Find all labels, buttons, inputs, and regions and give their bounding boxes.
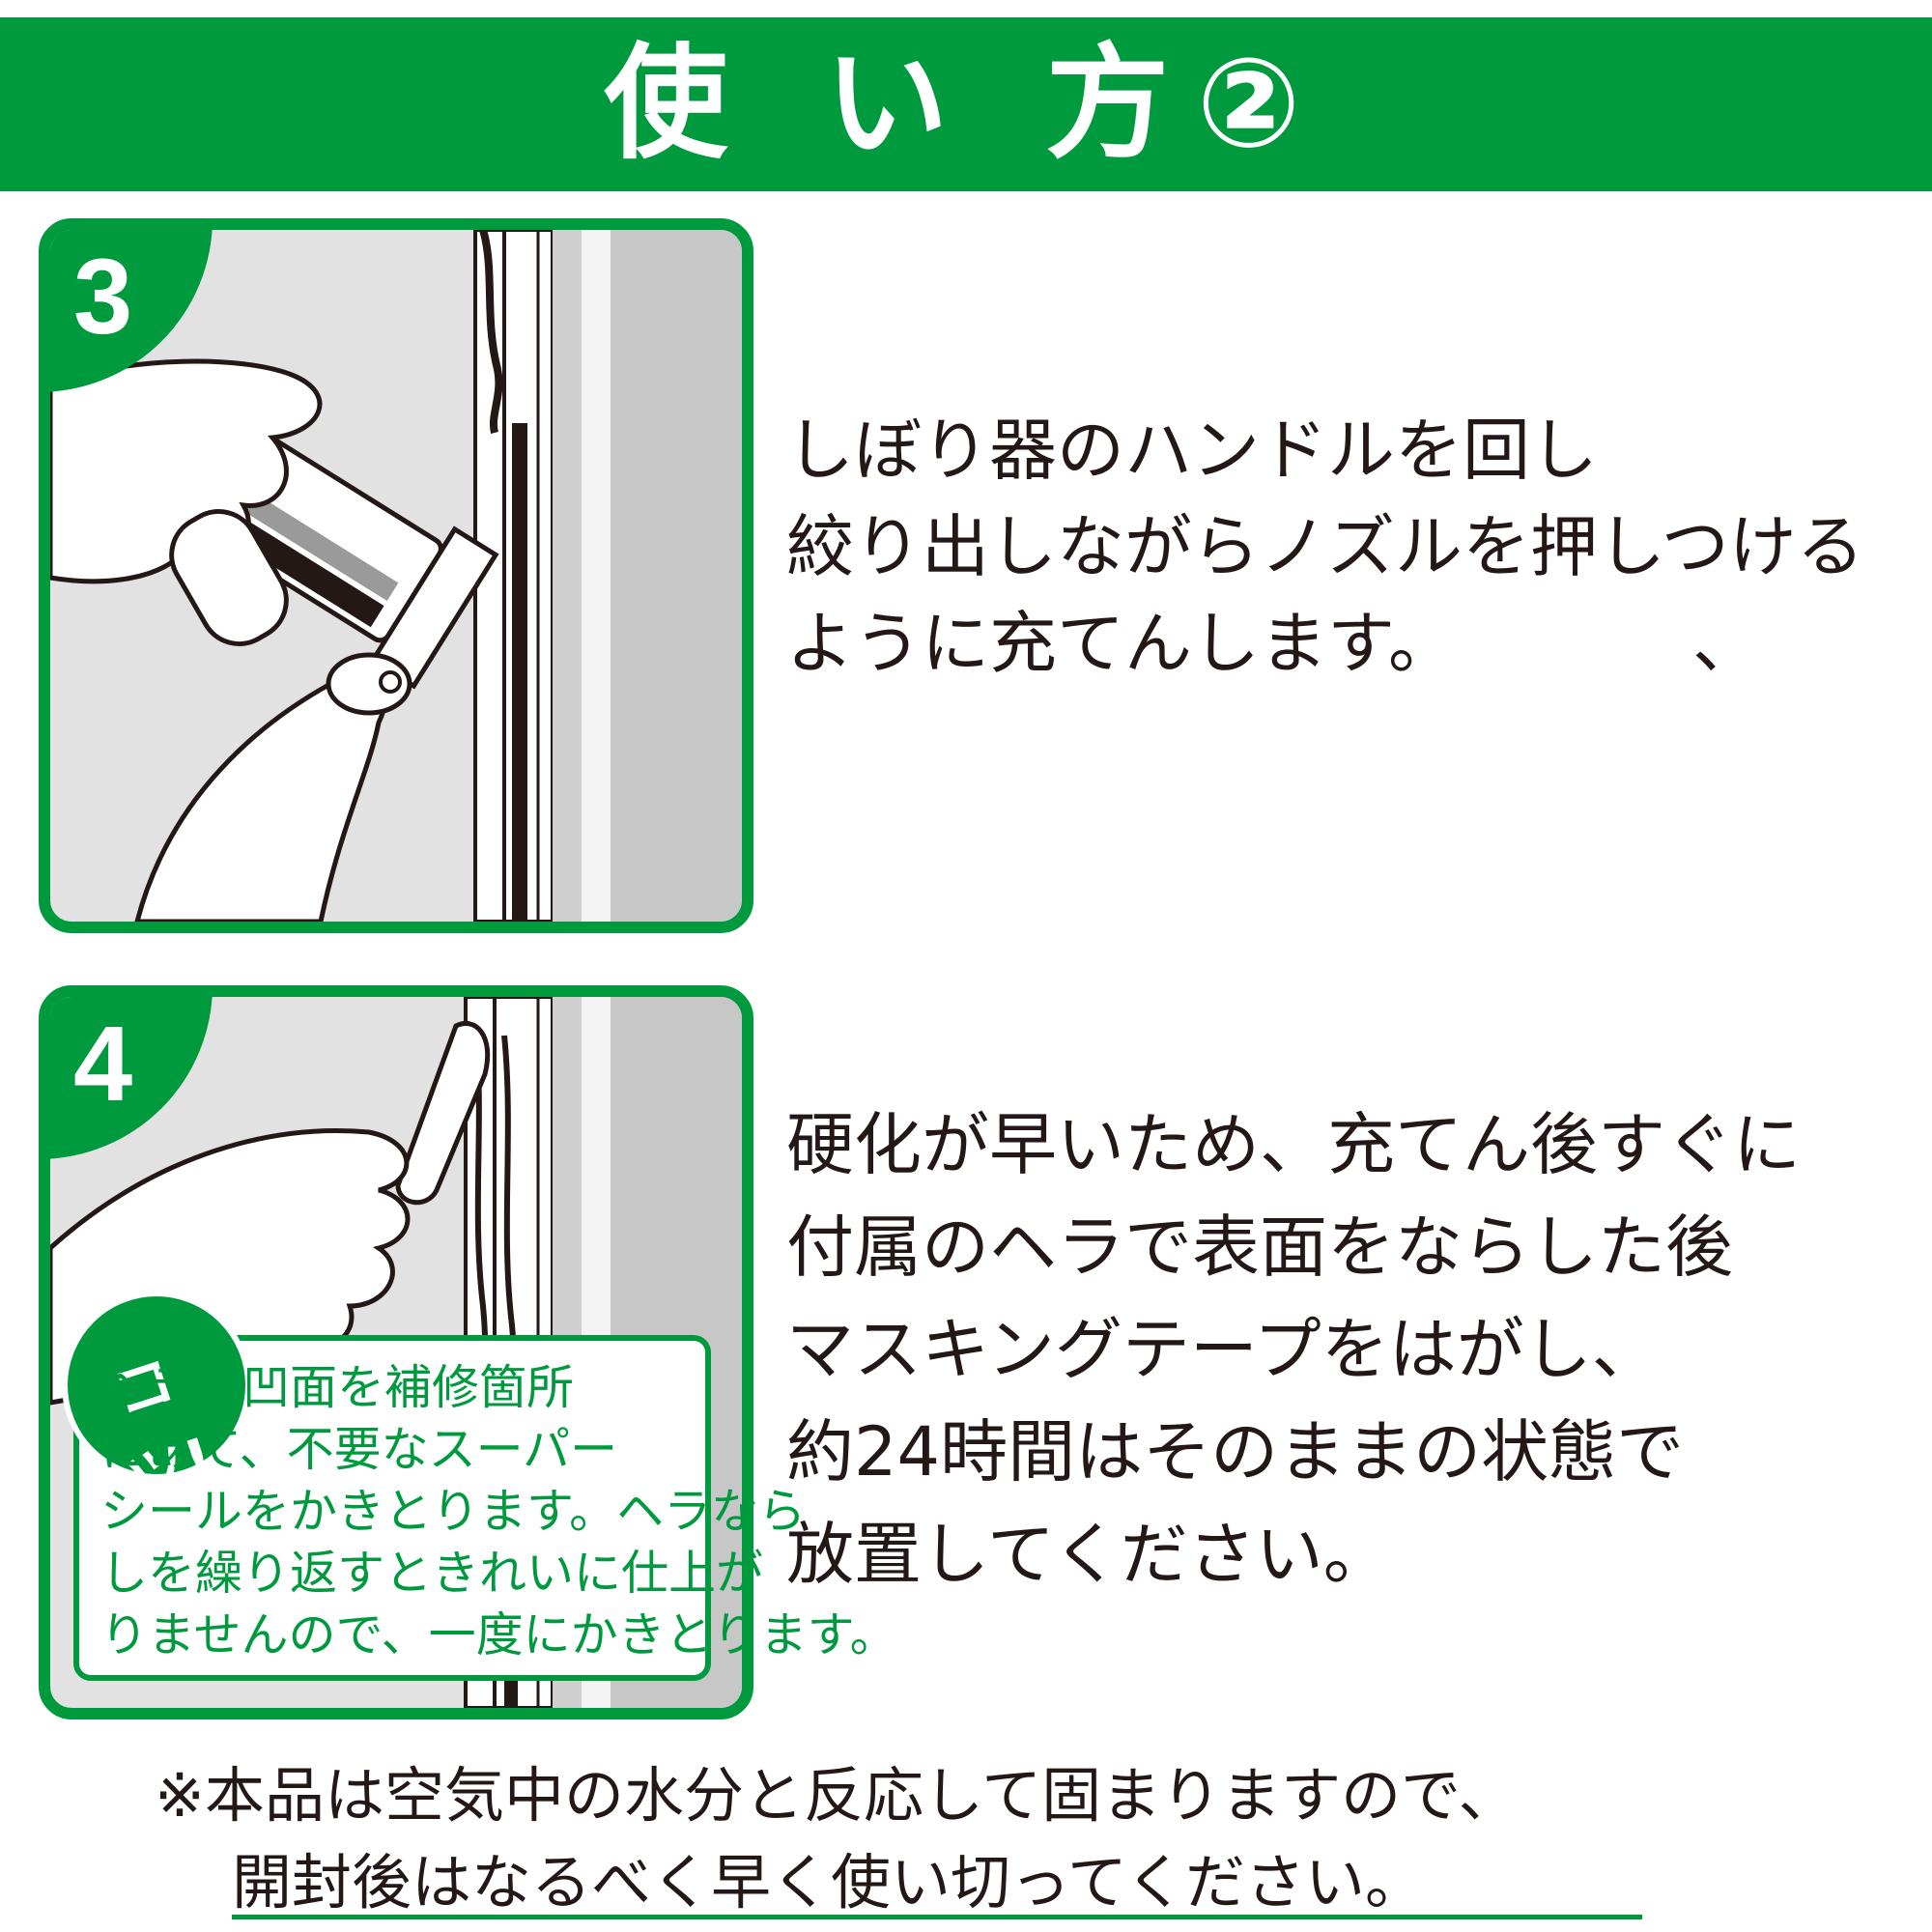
note-underline (232, 1915, 1642, 1919)
step-3-illustration: 3 (39, 218, 753, 933)
tip-text: ヘラは凹面を補修箇所 にあて、不要なスーパー シールをかきとります。ヘラなら し… (100, 1360, 897, 1662)
step-4-instructions: 硬化が早いため、充てん後すぐに 付属のヘラで表面をならした後 マスキングテープを… (786, 1105, 1801, 1594)
page-title: 使 い 方② (604, 32, 1328, 176)
header-banner: 使 い 方② (0, 17, 1932, 191)
step-number: 3 (73, 238, 133, 356)
caution-note-line-1: ※本品は空気中の水分と反応して固まりますので、 (155, 1760, 1519, 1831)
step-badge: 3 (50, 230, 213, 392)
caulking-illustration (50, 230, 742, 922)
tip-badge: コツ! (62, 1291, 251, 1518)
step-number: 4 (73, 1005, 133, 1123)
caution-note-line-2: 開封後はなるべく早く使い切ってください。 (232, 1847, 1426, 1918)
step-3-instructions: しぼり器のハンドルを回し 絞り出しながらノズルを押しつける ように充てんします。… (786, 411, 1864, 683)
